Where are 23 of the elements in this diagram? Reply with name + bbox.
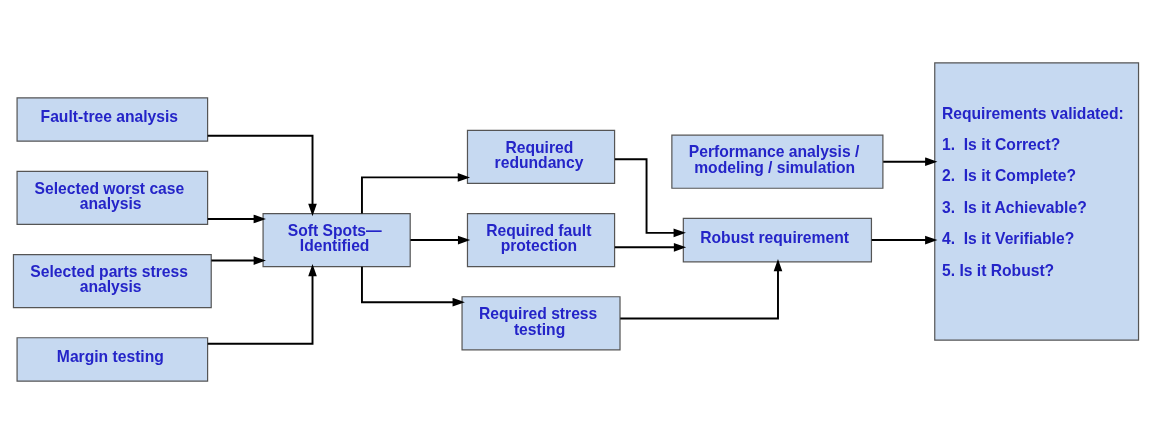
node-box: Performance analysis / modeling / simulation (671, 134, 884, 189)
arrow (613, 158, 686, 238)
node-box: Fault-tree analysis (16, 97, 209, 142)
arrow (361, 173, 471, 215)
node-box: Requirements validated: 1. Is it Correct? 2. Is it Complete? 3. Is it Achievable? 4. Is it Verifiable? 5. Is it Robust? (934, 62, 1140, 341)
arrow (210, 256, 266, 265)
arrow (206, 214, 266, 224)
node-box: Required redundancy (466, 129, 616, 184)
node-box: Selected parts stress analysis (12, 253, 212, 309)
arrow (409, 235, 471, 245)
node-box: Required stress testing (461, 296, 621, 351)
arrow (361, 265, 465, 307)
node-box: Soft Spots— Identified (262, 212, 411, 268)
node-box: Selected worst case analysis (16, 170, 209, 225)
arrow (206, 263, 317, 345)
node-box: Margin testing (16, 337, 209, 382)
arrow (206, 134, 317, 217)
node-box: Robust requirement (682, 217, 873, 263)
arrow (613, 243, 687, 252)
arrow (882, 157, 938, 166)
node-box: Required fault protection (466, 212, 616, 268)
arrow (870, 235, 938, 245)
arrow (619, 259, 783, 320)
